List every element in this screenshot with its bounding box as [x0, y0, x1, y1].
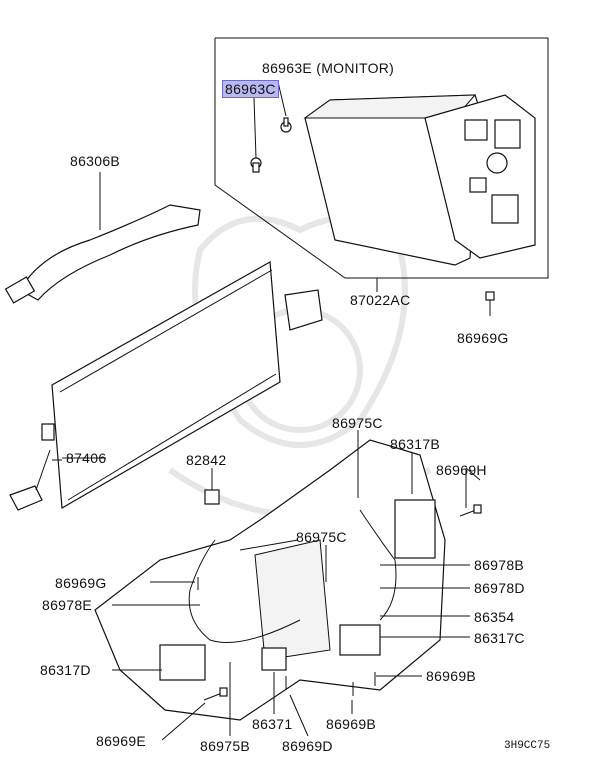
- callout-86969b-right[interactable]: 86969B: [426, 668, 477, 684]
- condenser: [9, 261, 323, 511]
- callout-86317c[interactable]: 86317C: [474, 630, 525, 646]
- bolt-86969g-top: [485, 291, 495, 316]
- callout-86975c-top[interactable]: 86975C: [332, 415, 383, 431]
- callout-86975b[interactable]: 86975B: [200, 738, 251, 754]
- callout-86975c-mid[interactable]: 86975C: [296, 529, 347, 545]
- monitor-inset-frame: [214, 37, 549, 279]
- callout-86317b[interactable]: 86317B: [390, 436, 441, 452]
- callout-86978e[interactable]: 86978E: [42, 597, 93, 613]
- hose: [4, 172, 201, 304]
- callout-86371[interactable]: 86371: [252, 716, 293, 732]
- callout-86969b-bottom[interactable]: 86969B: [326, 716, 377, 732]
- callout-87022ac[interactable]: 87022AC: [350, 292, 411, 308]
- callout-86969d[interactable]: 86969D: [282, 738, 333, 754]
- callout-86978b[interactable]: 86978B: [474, 557, 525, 573]
- callout-86963c[interactable]: 86963C: [222, 80, 279, 98]
- diagram-code: 3H9CC75: [504, 740, 551, 752]
- hvac-unit: [94, 439, 446, 721]
- bolts-lower: [197, 504, 482, 701]
- callout-monitor[interactable]: 86963E (MONITOR): [262, 60, 395, 76]
- monitor-unit: [303, 94, 536, 266]
- callout-82842[interactable]: 82842: [186, 452, 227, 468]
- leader-lines: [62, 430, 481, 741]
- callout-86969e[interactable]: 86969E: [96, 733, 147, 749]
- callout-86306b[interactable]: 86306B: [70, 153, 121, 169]
- monitor-screws: [250, 81, 378, 292]
- callout-86969g-left[interactable]: 86969G: [55, 575, 107, 591]
- callout-86317d[interactable]: 86317D: [40, 662, 91, 678]
- callout-87406[interactable]: 87406: [66, 450, 107, 466]
- callout-86969g-top[interactable]: 86969G: [457, 330, 509, 346]
- callout-86969h[interactable]: 86969H: [436, 462, 487, 478]
- callout-86978d[interactable]: 86978D: [474, 580, 525, 596]
- callout-86354[interactable]: 86354: [474, 609, 515, 625]
